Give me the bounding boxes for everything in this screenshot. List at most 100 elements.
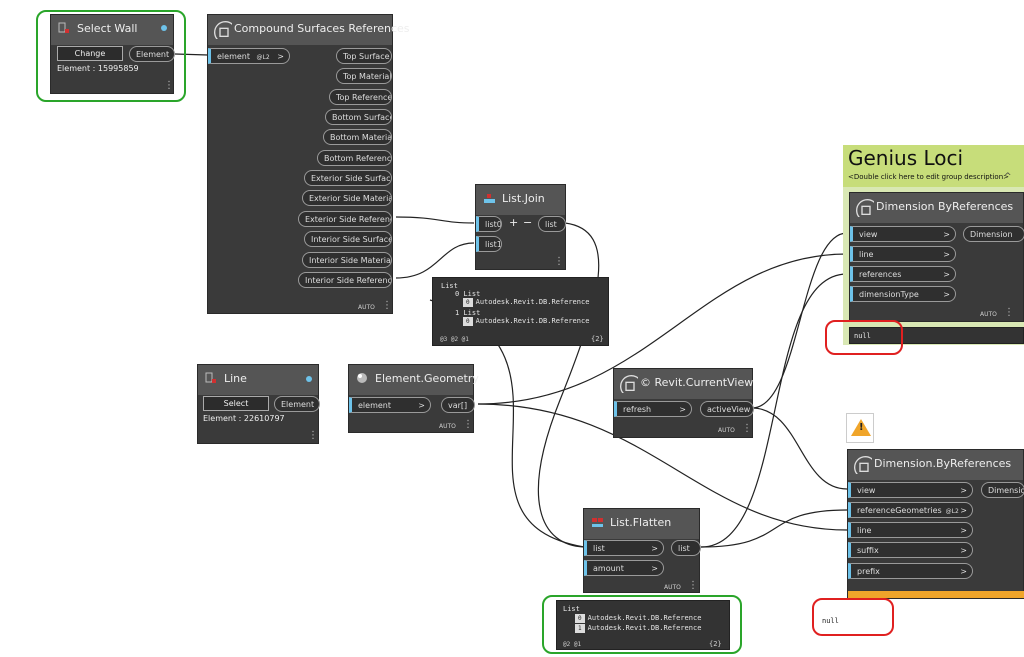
- output-interior-side-reference[interactable]: Interior Side Reference: [298, 272, 392, 288]
- node-menu-icon[interactable]: ⋮: [688, 580, 698, 591]
- chevron-right-icon: >: [943, 230, 950, 239]
- warning-icon: [851, 419, 871, 436]
- run-mode-label: AUTO: [718, 427, 735, 434]
- output-interior-side-material[interactable]: Interior Side Material: [302, 252, 392, 268]
- node-select-wall[interactable]: Select Wall Change Element Element : 159…: [50, 14, 175, 94]
- list-flatten-icon: [592, 518, 603, 527]
- node-menu-icon[interactable]: ⋮: [742, 423, 752, 434]
- preview-value: null: [822, 617, 839, 625]
- input-view[interactable]: view >: [850, 226, 956, 242]
- index-badge: 1: [575, 624, 585, 633]
- select-button[interactable]: Select: [203, 396, 269, 411]
- output-list[interactable]: list: [538, 216, 566, 232]
- output-element[interactable]: Element: [129, 46, 175, 62]
- remove-input-button[interactable]: −: [523, 216, 533, 229]
- output-bottom-reference[interactable]: Bottom Reference: [317, 150, 392, 166]
- output-active-view[interactable]: activeView: [700, 401, 754, 417]
- input-element[interactable]: element @L2 >: [208, 48, 290, 64]
- input-view[interactable]: view>: [848, 482, 973, 498]
- node-list-join[interactable]: List.Join list0 + − list list1 ⋮: [475, 184, 566, 270]
- node-header[interactable]: [848, 450, 1023, 480]
- input-line[interactable]: line >: [848, 522, 973, 538]
- geometry-sphere-icon: [357, 373, 367, 383]
- wire-extref-to-join: [395, 216, 475, 224]
- output-interior-side-surface[interactable]: Interior Side Surface: [304, 231, 392, 247]
- input-label: line: [857, 526, 872, 535]
- node-title: Dimension ByReferences: [876, 200, 1014, 213]
- input-label: view: [859, 230, 878, 239]
- node-header[interactable]: [198, 365, 318, 395]
- node-compound-surfaces-references[interactable]: Compound Surfaces References element @L2…: [207, 14, 410, 314]
- annotation-red-box-2: null: [812, 598, 894, 636]
- element-id-text: Element : 22610797: [203, 414, 285, 423]
- input-list0[interactable]: list0: [476, 216, 502, 232]
- input-prefix[interactable]: prefix>: [848, 563, 973, 579]
- output-bottom-material[interactable]: Bottom Material: [323, 129, 392, 145]
- output-exterior-side-surface[interactable]: Exterior Side Surface: [304, 170, 392, 186]
- input-references[interactable]: references>: [850, 266, 956, 282]
- node-header[interactable]: [208, 15, 392, 45]
- index-badge: 0: [463, 298, 473, 307]
- node-menu-icon[interactable]: ⋮: [164, 80, 174, 91]
- chevron-right-icon: >: [418, 401, 425, 410]
- node-menu-icon[interactable]: ⋮: [554, 256, 564, 267]
- group-title: Genius Loci: [848, 146, 964, 170]
- node-menu-icon[interactable]: ⋮: [463, 419, 473, 430]
- output-dimension[interactable]: Dimension: [963, 226, 1024, 242]
- group-description[interactable]: <Double click here to edit group descrip…: [848, 173, 1010, 181]
- input-dimension-type[interactable]: dimensionType>: [850, 286, 956, 302]
- output-top-reference[interactable]: Top Reference: [329, 89, 392, 105]
- warning-badge[interactable]: !: [846, 413, 874, 443]
- node-menu-icon[interactable]: ⋮: [308, 430, 318, 441]
- input-amount[interactable]: amount>: [584, 560, 664, 576]
- output-var[interactable]: var[]: [441, 397, 475, 413]
- node-title: Select Wall: [77, 22, 138, 35]
- node-revit-current-view[interactable]: © Revit.CurrentView refresh> activeView …: [613, 368, 754, 438]
- chevron-right-icon: >: [960, 526, 967, 535]
- input-element[interactable]: element>: [349, 397, 431, 413]
- input-label: suffix: [857, 546, 879, 555]
- input-reference-geometries[interactable]: referenceGeometries@L2>: [848, 502, 973, 518]
- output-list[interactable]: list: [671, 540, 701, 556]
- node-menu-icon[interactable]: ⋮: [382, 300, 392, 311]
- input-list[interactable]: list>: [584, 540, 664, 556]
- output-top-material[interactable]: Top Material: [336, 68, 392, 84]
- change-button[interactable]: Change: [57, 46, 123, 61]
- output-top-surface[interactable]: Top Surface: [336, 48, 392, 64]
- input-label: refresh: [623, 405, 652, 414]
- lacing-label: @L2: [945, 508, 959, 515]
- node-menu-icon[interactable]: ⋮: [1004, 307, 1014, 318]
- node-list-flatten[interactable]: List.Flatten list> amount> list AUTO ⋮: [583, 508, 701, 593]
- item-count: {2}: [709, 640, 722, 648]
- status-dot: [306, 376, 312, 382]
- output-bottom-surface[interactable]: Bottom Surface: [325, 109, 392, 125]
- node-header[interactable]: [614, 369, 752, 399]
- preview-dimension-1: null: [849, 327, 1024, 344]
- node-element-geometry[interactable]: Element.Geometry element> var[] AUTO ⋮: [348, 364, 479, 433]
- preview-item-text: Autodesk.Revit.DB.Reference: [587, 614, 702, 622]
- node-dimension-by-references-1[interactable]: Dimension ByReferences view > line> refer…: [849, 192, 1024, 322]
- node-line-select[interactable]: Line Select Element Element : 22610797 ⋮: [197, 364, 320, 444]
- input-refresh[interactable]: refresh>: [614, 401, 692, 417]
- node-header[interactable]: [349, 365, 473, 395]
- preview-item-text: Autodesk.Revit.DB.Reference: [475, 298, 590, 306]
- collapse-icon[interactable]: ^: [1004, 172, 1012, 182]
- output-dimension[interactable]: Dimension: [981, 482, 1024, 498]
- chevron-right-icon: >: [960, 506, 967, 515]
- run-mode-label: AUTO: [358, 304, 375, 311]
- output-exterior-side-material[interactable]: Exterior Side Material: [302, 190, 392, 206]
- output-element[interactable]: Element: [274, 396, 320, 412]
- group-header[interactable]: [843, 145, 1024, 187]
- input-list1[interactable]: list1: [476, 236, 502, 252]
- node-header[interactable]: [850, 193, 1023, 223]
- list-join-icon: [484, 194, 495, 203]
- input-suffix[interactable]: suffix>: [848, 542, 973, 558]
- node-header[interactable]: [584, 509, 699, 539]
- output-exterior-side-reference[interactable]: Exterior Side Reference: [298, 211, 392, 227]
- add-input-button[interactable]: +: [509, 216, 519, 229]
- input-line[interactable]: line>: [850, 246, 956, 262]
- annotation-red-box-1: [825, 320, 903, 355]
- node-dimension-by-references-2[interactable]: Dimension.ByReferences view> referenceGe…: [847, 449, 1024, 599]
- node-header[interactable]: [51, 15, 173, 45]
